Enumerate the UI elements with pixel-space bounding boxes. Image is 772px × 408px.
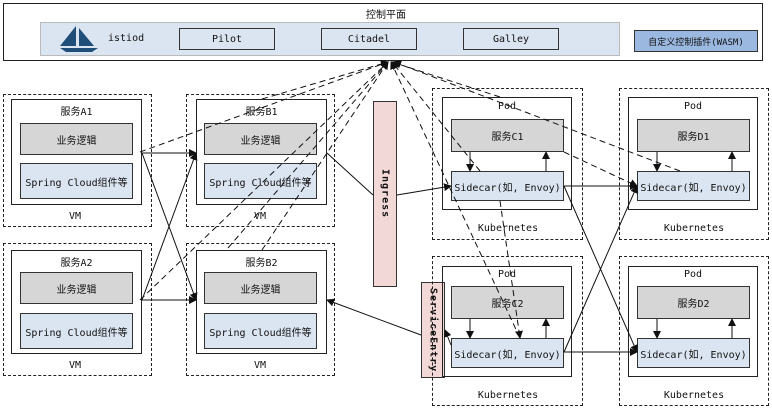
a2-business-logic-label: 业务逻辑 <box>56 284 97 296</box>
pod-d1-title: Pod <box>683 101 703 112</box>
cp-link-b2b <box>261 61 389 251</box>
a2-spring-cloud-label: Spring Cloud组件等 <box>25 327 128 339</box>
c1-to-c2-dashed <box>499 200 523 339</box>
sidecar-d1-label: Sidecar(如, Envoy) <box>640 182 747 194</box>
sidecar-c2-box: Sidecar(如, Envoy) <box>451 338 564 368</box>
citadel-box: Citadel <box>321 28 417 50</box>
pod-d2-box <box>628 266 758 377</box>
k8s-d2-frame <box>619 256 769 406</box>
serviceentry-to-b2 <box>326 298 422 336</box>
wasm-plugin-label: 自定义控制插件(WASM) <box>648 37 744 48</box>
vm-a1-frame <box>3 94 152 227</box>
service-a1-box <box>11 99 142 205</box>
cp-link-b2a <box>227 61 389 249</box>
vm-a2-footer: VM <box>68 360 82 371</box>
c1-to-d1-dashed <box>563 151 638 187</box>
vm-a1-footer: VM <box>68 211 82 222</box>
a1-spring-cloud-label: Spring Cloud组件等 <box>25 177 128 189</box>
k8s-d1-frame <box>619 88 769 240</box>
b2-business-logic-label: 业务逻辑 <box>240 284 281 296</box>
sidecar-c2-label: Sidecar(如, Envoy) <box>454 349 561 361</box>
ingress-label: Ingress <box>379 169 391 219</box>
a2-to-b1 <box>141 152 198 301</box>
service-c1-label: 服务C1 <box>491 132 524 143</box>
service-c1-box: 服务C1 <box>451 119 564 152</box>
c2-to-d1 <box>563 185 638 353</box>
service-a2-box <box>11 250 142 354</box>
service-a1-title: 服务A1 <box>60 107 93 118</box>
a2-spring-cloud: Spring Cloud组件等 <box>20 313 133 349</box>
b1-spring-cloud-label: Spring Cloud组件等 <box>209 177 312 189</box>
service-d1-box: 服务D1 <box>637 119 750 152</box>
b1-spring-cloud: Spring Cloud组件等 <box>204 163 317 199</box>
cp-link-c1a <box>391 61 481 172</box>
citadel-label: Citadel <box>347 33 391 45</box>
service-b1-title: 服务B1 <box>245 107 278 118</box>
cp-link-c2 <box>390 61 521 339</box>
b2-spring-cloud: Spring Cloud组件等 <box>204 313 317 349</box>
b2-spring-cloud-label: Spring Cloud组件等 <box>209 327 312 339</box>
a2-business-logic: 业务逻辑 <box>20 272 133 304</box>
b1-business-logic-label: 业务逻辑 <box>240 135 281 147</box>
a1-business-logic-label: 业务逻辑 <box>56 135 97 147</box>
istiod-label: istiod <box>108 33 145 44</box>
ingress-gateway: Ingress <box>373 101 397 287</box>
sidecar-d1-box: Sidecar(如, Envoy) <box>637 171 750 201</box>
k8s-c1-footer: Kubernetes <box>477 223 539 234</box>
k8s-c2-frame <box>432 256 583 406</box>
cp-link-a1 <box>139 60 389 153</box>
pod-c2-box <box>442 266 572 377</box>
c2-to-serviceentry <box>443 329 452 346</box>
service-a2-title: 服务A2 <box>60 258 93 269</box>
pod-c1-title: Pod <box>497 101 517 112</box>
k8s-c1-frame <box>432 88 583 240</box>
service-d2-box: 服务D2 <box>637 286 750 319</box>
service-d1-label: 服务D1 <box>677 132 710 143</box>
vm-b2-frame <box>186 243 335 376</box>
galley-box: Galley <box>463 28 559 50</box>
galley-label: Galley <box>492 33 530 45</box>
k8s-d1-footer: Kubernetes <box>663 223 725 234</box>
istio-logo-icon <box>56 24 102 54</box>
sidecar-d2-label: Sidecar(如, Envoy) <box>640 349 747 361</box>
cp-link-c1b <box>391 60 501 98</box>
b1-business-logic: 业务逻辑 <box>204 123 317 155</box>
pilot-box: Pilot <box>179 28 275 50</box>
service-d2-label: 服务D2 <box>677 299 710 310</box>
sidecar-c1-box: Sidecar(如, Envoy) <box>451 171 564 201</box>
k8s-c2-footer: Kubernetes <box>477 390 539 401</box>
control-plane-title: 控制平面 <box>366 10 406 21</box>
a1-business-logic: 业务逻辑 <box>20 123 133 155</box>
pod-c1-box <box>442 97 572 210</box>
pilot-label: Pilot <box>211 33 243 45</box>
vm-a2-frame <box>3 243 152 376</box>
b1-to-ingress <box>326 152 374 196</box>
cp-link-d1 <box>393 60 681 172</box>
service-b2-title: 服务B2 <box>245 258 278 269</box>
cp-link-a2 <box>139 61 389 301</box>
ingress-to-c1 <box>396 183 452 196</box>
cp-link-b1 <box>261 60 389 100</box>
b2-business-logic: 业务逻辑 <box>204 272 317 304</box>
k8s-d2-footer: Kubernetes <box>663 390 725 401</box>
a1-spring-cloud: Spring Cloud组件等 <box>20 163 133 199</box>
pod-d2-title: Pod <box>683 269 703 280</box>
pod-d1-box <box>628 97 758 210</box>
sidecar-c1-label: Sidecar(如, Envoy) <box>454 182 561 194</box>
service-c2-label: 服务C2 <box>491 299 524 310</box>
vm-b2-footer: VM <box>253 360 267 371</box>
service-entry-label: ServiceEntry <box>427 287 439 373</box>
pod-c2-title: Pod <box>497 269 517 280</box>
vm-b1-footer: VM <box>253 211 267 222</box>
service-c2-box: 服务C2 <box>451 286 564 319</box>
wasm-plugin-box: 自定义控制插件(WASM) <box>634 30 758 52</box>
